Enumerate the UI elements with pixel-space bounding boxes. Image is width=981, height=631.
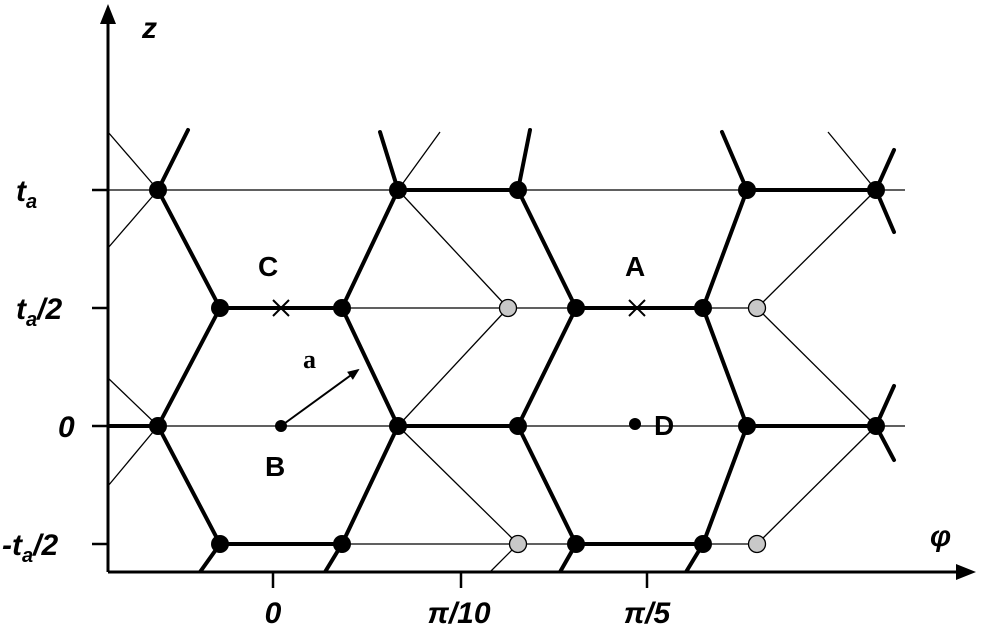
cross-marker-a bbox=[628, 299, 646, 317]
filled-node bbox=[567, 299, 585, 317]
thin-diag bbox=[397, 425, 519, 545]
filled-node bbox=[211, 299, 229, 317]
thin-diag bbox=[756, 307, 877, 427]
filled-node bbox=[509, 417, 527, 435]
filled-node bbox=[333, 535, 351, 553]
filled-node bbox=[738, 181, 756, 199]
thin-diag bbox=[108, 131, 159, 191]
thick-edge bbox=[701, 306, 749, 428]
filled-node bbox=[149, 417, 167, 435]
thick-edge bbox=[378, 130, 400, 192]
thick-edge bbox=[701, 424, 749, 546]
x-tick-label-pi5: π/5 bbox=[624, 597, 672, 630]
filled-node bbox=[867, 181, 885, 199]
thick-edge bbox=[516, 128, 532, 192]
gray-node bbox=[498, 298, 518, 318]
thick-edge bbox=[156, 188, 222, 310]
x-axis-arrow-icon bbox=[956, 564, 976, 580]
thick-edge bbox=[340, 306, 400, 428]
filled-node bbox=[211, 535, 229, 553]
filled-node bbox=[867, 417, 885, 435]
point-label-b: B bbox=[265, 451, 285, 482]
filled-node bbox=[333, 299, 351, 317]
vector-a-arrow bbox=[280, 368, 360, 427]
thick-edge bbox=[516, 188, 578, 310]
point-d-dot bbox=[629, 418, 641, 430]
gray-node bbox=[747, 534, 767, 554]
thin-lattice-lines bbox=[108, 131, 905, 572]
x-tick-label-pi10: π/10 bbox=[427, 597, 490, 630]
thick-edge bbox=[340, 188, 400, 310]
thick-lattice-edges bbox=[108, 128, 896, 572]
thick-edge bbox=[701, 188, 749, 310]
cross-marker-c bbox=[272, 299, 290, 317]
gray-nodes bbox=[498, 298, 767, 554]
lattice-nodes bbox=[149, 181, 885, 553]
thin-diag bbox=[108, 377, 159, 427]
thin-diag bbox=[108, 425, 159, 487]
gray-node bbox=[508, 534, 528, 554]
filled-node bbox=[694, 535, 712, 553]
thick-edge bbox=[720, 130, 749, 192]
thin-diag bbox=[397, 307, 509, 427]
filled-node bbox=[567, 535, 585, 553]
y-tick-label-ta: ta bbox=[16, 175, 37, 213]
y-axis-label: z bbox=[141, 12, 157, 45]
y-axis-arrow-icon bbox=[100, 4, 116, 24]
y-tick-label-neg-ta-half: -ta/2 bbox=[2, 529, 58, 567]
thin-diag bbox=[397, 131, 441, 191]
thin-diag bbox=[827, 131, 877, 191]
filled-node bbox=[389, 181, 407, 199]
axes bbox=[106, 16, 962, 574]
x-tick-label-0: 0 bbox=[265, 597, 282, 630]
point-label-a: A bbox=[625, 251, 645, 282]
thin-diag bbox=[108, 189, 159, 249]
filled-node bbox=[389, 417, 407, 435]
tick-marks bbox=[92, 188, 649, 588]
point-label-c: C bbox=[258, 251, 278, 282]
thick-edge bbox=[340, 424, 400, 546]
thick-edge bbox=[156, 128, 190, 192]
vector-label-a: a bbox=[303, 345, 316, 374]
thick-edge bbox=[156, 306, 222, 428]
y-tick-label-ta-half: ta/2 bbox=[16, 293, 62, 331]
point-label-d: D bbox=[654, 410, 674, 441]
filled-node bbox=[149, 181, 167, 199]
gray-node bbox=[747, 298, 767, 318]
thick-edge bbox=[516, 424, 578, 546]
x-axis-label: φ bbox=[930, 520, 951, 553]
filled-node bbox=[694, 299, 712, 317]
thin-diag bbox=[756, 189, 877, 309]
thick-edge bbox=[156, 424, 222, 546]
thin-diag bbox=[397, 189, 509, 309]
thick-edge bbox=[516, 306, 578, 428]
cross-markers bbox=[272, 299, 646, 317]
filled-node bbox=[738, 417, 756, 435]
filled-node bbox=[509, 181, 527, 199]
y-tick-label-zero: 0 bbox=[58, 411, 75, 444]
thin-diag bbox=[756, 425, 877, 545]
